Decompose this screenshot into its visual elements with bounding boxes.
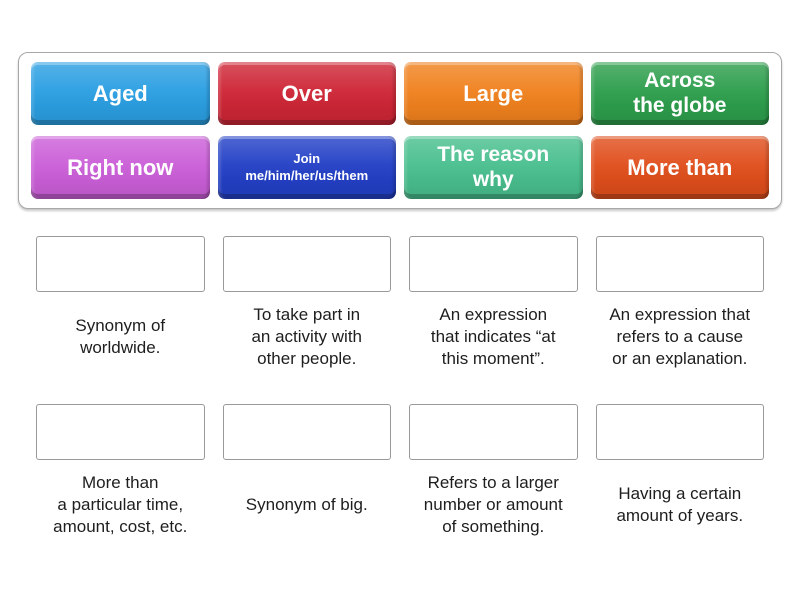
tile-more-than[interactable]: More than	[590, 136, 769, 199]
definition-wrap: Synonym of worldwide.	[36, 292, 205, 382]
definition-wrap: Synonym of big.	[223, 460, 392, 550]
tile-across-the-globe[interactable]: Across the globe	[590, 62, 769, 125]
match-item-2: To take part in an activity with other p…	[222, 236, 392, 382]
keyword-tiles-grid: Aged Over Large Across the globe Right n…	[31, 62, 769, 199]
drop-zone-4[interactable]	[595, 236, 764, 292]
match-item-8: Having a certain amount of years.	[595, 404, 765, 550]
tile-aged[interactable]: Aged	[31, 62, 210, 125]
definition-text-8: Having a certain amount of years.	[616, 484, 744, 525]
drop-zone-5[interactable]	[36, 404, 205, 460]
definition-wrap: More than a particular time, amount, cos…	[36, 460, 205, 550]
definition-text-3: An expression that indicates “at this mo…	[430, 305, 556, 368]
definition-text-7: Refers to a larger number or amount of s…	[423, 473, 563, 536]
match-item-6: Synonym of big.	[222, 404, 392, 550]
definition-text-1: Synonym of worldwide.	[75, 316, 166, 357]
tile-join-pronouns[interactable]: Join me/him/her/us/them	[217, 136, 396, 199]
match-item-3: An expression that indicates “at this mo…	[409, 236, 578, 382]
drop-zone-2[interactable]	[222, 236, 391, 292]
definition-wrap: To take part in an activity with other p…	[223, 292, 392, 382]
drop-zone-1[interactable]	[36, 236, 205, 292]
match-item-5: More than a particular time, amount, cos…	[36, 404, 205, 550]
definition-wrap: An expression that refers to a cause or …	[596, 292, 765, 382]
tile-over[interactable]: Over	[217, 62, 396, 125]
keywords-tray: Aged Over Large Across the globe Right n…	[18, 52, 782, 209]
definition-text-6: Synonym of big.	[245, 495, 368, 514]
tile-right-now[interactable]: Right now	[31, 136, 210, 199]
match-item-4: An expression that refers to a cause or …	[595, 236, 765, 382]
match-item-1: Synonym of worldwide.	[36, 236, 205, 382]
definition-text-4: An expression that refers to a cause or …	[609, 305, 751, 368]
definition-wrap: Having a certain amount of years.	[596, 460, 765, 550]
tile-large[interactable]: Large	[404, 62, 583, 125]
answers-grid: Synonym of worldwide. To take part in an…	[36, 236, 764, 550]
tile-the-reason-why[interactable]: The reason why	[404, 136, 583, 199]
definition-text-5: More than a particular time, amount, cos…	[53, 473, 188, 536]
definition-wrap: An expression that indicates “at this mo…	[409, 292, 578, 382]
definition-text-2: To take part in an activity with other p…	[251, 305, 363, 368]
match-item-7: Refers to a larger number or amount of s…	[409, 404, 578, 550]
drop-zone-6[interactable]	[222, 404, 391, 460]
drop-zone-3[interactable]	[409, 236, 578, 292]
drop-zone-7[interactable]	[409, 404, 578, 460]
drop-zone-8[interactable]	[595, 404, 764, 460]
definition-wrap: Refers to a larger number or amount of s…	[409, 460, 578, 550]
